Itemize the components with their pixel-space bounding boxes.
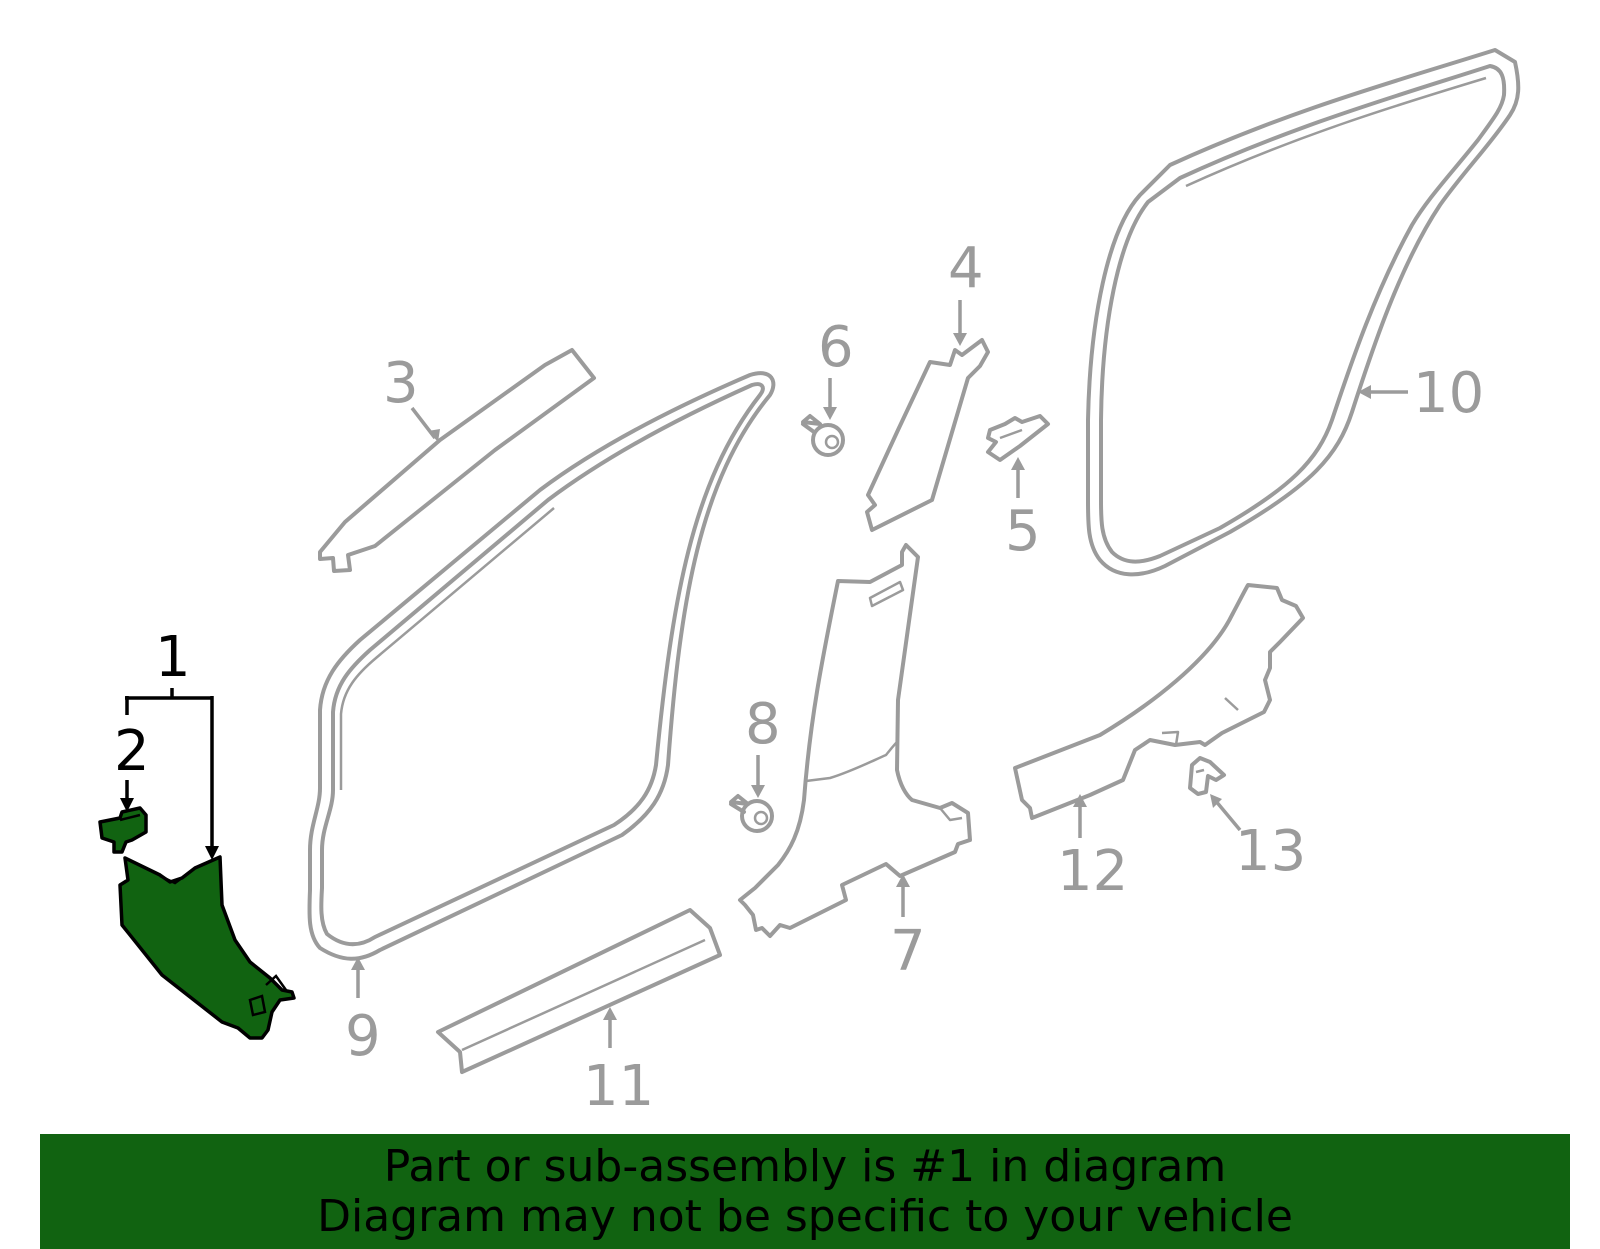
part-7-pillar-lower (738, 543, 972, 938)
banner-line-2: Diagram may not be specific to your vehi… (317, 1190, 1293, 1242)
part-5-clip (986, 414, 1050, 462)
callout-2: 2 (114, 719, 150, 812)
callout-label-4: 4 (948, 236, 984, 301)
callout-label-3: 3 (383, 351, 419, 416)
callout-12: 12 (1057, 794, 1128, 904)
part-3-garnish (318, 348, 596, 573)
callout-11: 11 (583, 1007, 654, 1119)
part-1-trim (118, 855, 296, 1040)
part-2-clip (98, 806, 148, 854)
callout-8: 8 (745, 692, 781, 798)
part-12-rear-scuff (1013, 583, 1305, 820)
callout-5: 5 (1005, 457, 1041, 564)
part-8-clip (729, 794, 774, 833)
callout-3: 3 (383, 351, 440, 442)
callout-label-7: 7 (890, 919, 926, 984)
callout-label-8: 8 (745, 692, 781, 757)
callout-label-13: 13 (1235, 819, 1306, 884)
disclaimer-banner: Part or sub-assembly is #1 in diagram Di… (40, 1134, 1570, 1249)
callout-10: 10 (1358, 361, 1484, 426)
callout-label-5: 5 (1005, 499, 1041, 564)
callout-4: 4 (948, 236, 984, 346)
callout-7: 7 (890, 874, 926, 984)
callout-label-12: 12 (1057, 839, 1128, 904)
part-9-weatherstrip (307, 371, 776, 961)
parts-diagram: 3 9 6 4 5 (98, 48, 1521, 1119)
part-13-clip (1188, 756, 1226, 796)
part-11-scuff-plate (436, 908, 722, 1074)
callout-9: 9 (345, 957, 381, 1069)
callout-6: 6 (818, 315, 854, 420)
callout-13: 13 (1210, 794, 1306, 884)
banner-line-1: Part or sub-assembly is #1 in diagram (383, 1140, 1227, 1192)
callout-1: 1 (125, 625, 219, 860)
callout-label-1: 1 (155, 625, 191, 690)
part-4-pillar-upper (865, 338, 990, 532)
callout-label-6: 6 (818, 315, 854, 380)
part-6-clip (801, 414, 845, 457)
callout-label-2: 2 (114, 719, 150, 784)
callout-label-10: 10 (1413, 361, 1484, 426)
callout-label-11: 11 (583, 1054, 654, 1119)
callout-label-9: 9 (345, 1004, 381, 1069)
part-10-weatherstrip (1086, 48, 1521, 577)
